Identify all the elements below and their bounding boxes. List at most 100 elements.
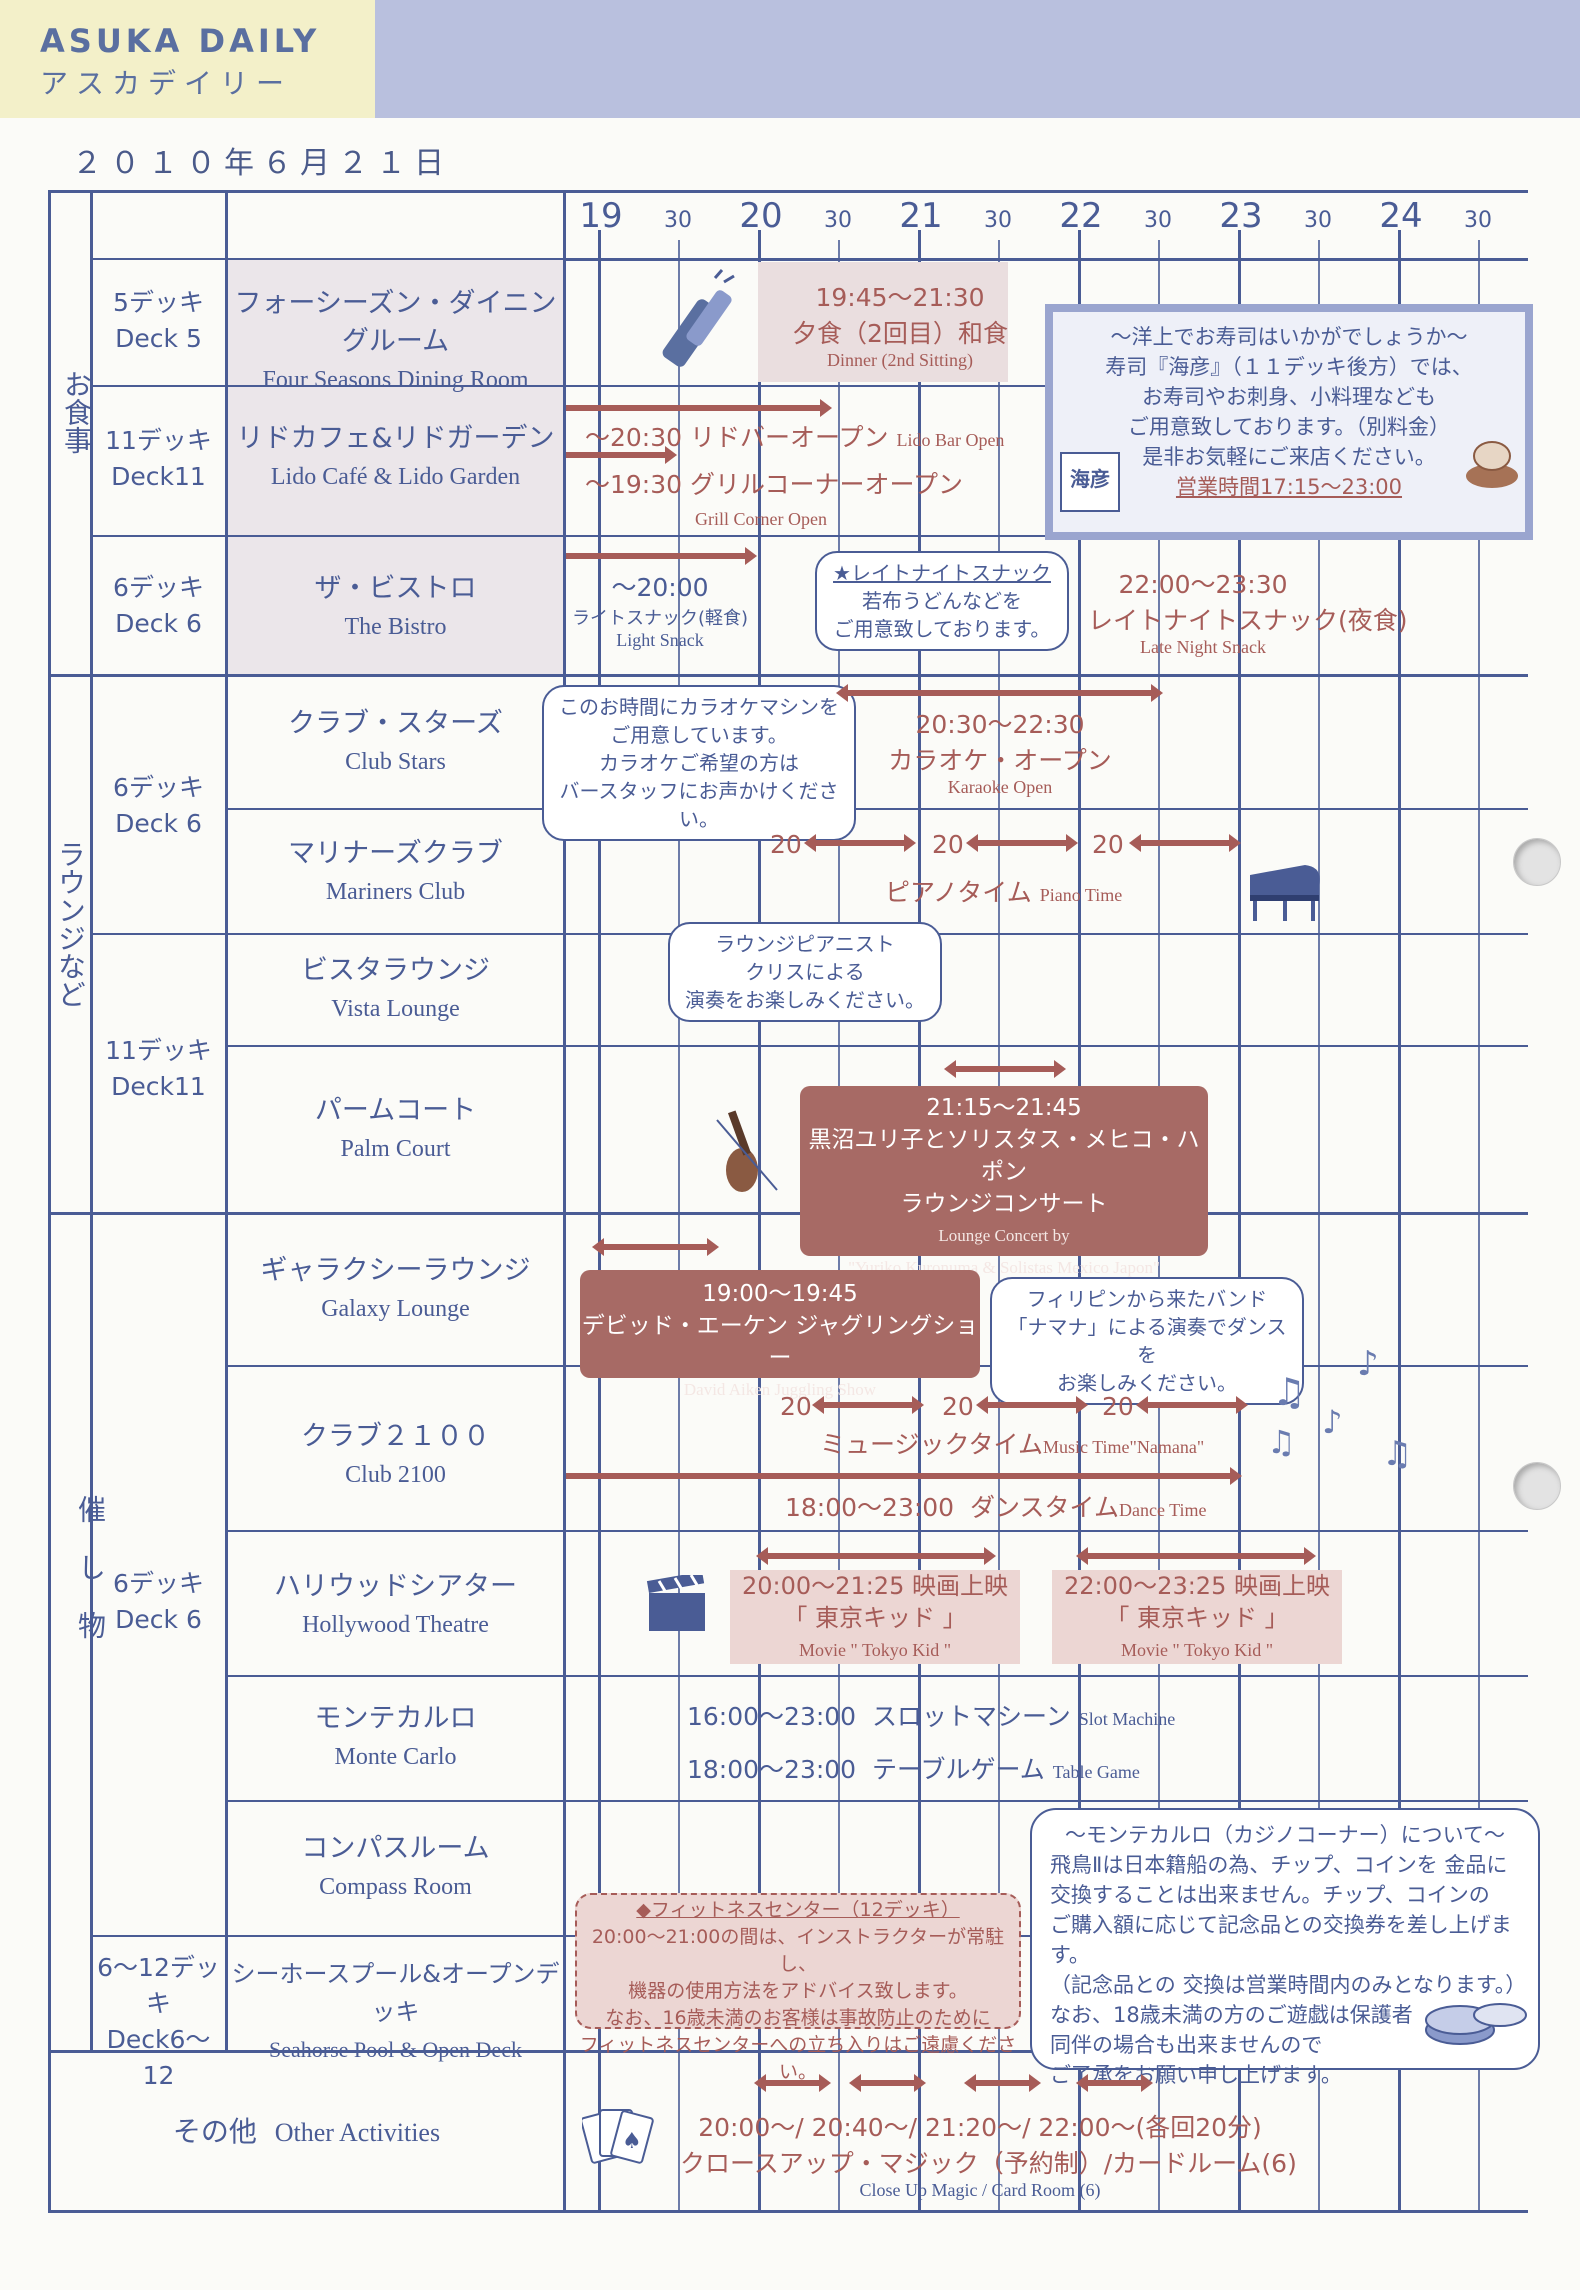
casino-note: 〜モンテカルロ（カジノコーナー）について〜 飛鳥Ⅱは日本籍船の為、チップ、コイン…: [1030, 1808, 1540, 2087]
half-2030: 30: [824, 208, 852, 233]
sushi-plate-icon: [1466, 441, 1518, 488]
piano-arrow-2: [966, 834, 1078, 852]
category-dining: お食事: [60, 370, 93, 454]
karaoke-arrow: [836, 684, 1163, 702]
svg-text:♠: ♠: [622, 2129, 642, 2154]
half-2230: 30: [1144, 208, 1172, 233]
event-grill-en: Grill Corner Open: [695, 509, 827, 529]
dinner-shade: [758, 262, 1008, 382]
juggling-arrow: [592, 1238, 719, 1256]
svg-text:♫: ♫: [1267, 1423, 1296, 1461]
lido-bar-arrow: [566, 399, 832, 417]
piano-arrow-3: [1129, 834, 1241, 852]
category-lounge: ラウンジなど: [54, 840, 87, 1008]
movie2-arrow: [1076, 1547, 1316, 1565]
event-concert: 21:15〜21:45 黒沼ユリ子とソリスタス・メヒコ・ハポン ラウンジコンサー…: [800, 1086, 1208, 1277]
piano-interval-1: 20: [770, 830, 802, 859]
half-1930: 30: [664, 208, 692, 233]
clapperboard-icon: [646, 1575, 705, 1631]
casino-chips-icon: [1425, 2003, 1527, 2045]
sushi-roll-icon: [662, 269, 735, 367]
music-interval-2: 20: [942, 1392, 974, 1421]
event-dance: 18:00〜23:00 ダンスタイムDance Time: [785, 1493, 1207, 1522]
hour-20: 20: [739, 196, 783, 236]
piano-interval-3: 20: [1092, 830, 1124, 859]
hour-21: 21: [899, 196, 943, 236]
light-snack-arrow: [566, 547, 757, 565]
late-snack-note: ★レイトナイトスナック 若布うどんなどを ご用意致しております。: [815, 551, 1069, 651]
event-karaoke: 20:30〜22:30 カラオケ・オープン Karaoke Open: [888, 710, 1112, 797]
music-notes-icon: ♪ ♫ ♪ ♫ ♫: [1267, 1345, 1412, 1474]
pianist-note: ラウンジピアニスト クリスによる 演奏をお楽しみください。: [668, 922, 942, 1022]
hour-19: 19: [579, 196, 623, 236]
event-magic: 20:00〜/ 20:40〜/ 21:20〜/ 22:00〜(各回20分) クロ…: [680, 2113, 1297, 2200]
svg-text:♫: ♫: [1272, 1370, 1306, 1414]
event-movie-1: 20:00〜21:25 映画上映 「 東京キッド 」 Movie " Tokyo…: [730, 1570, 1020, 1664]
half-2130: 30: [984, 208, 1012, 233]
movie1-arrow: [756, 1547, 996, 1565]
svg-text:♪: ♪: [1322, 1403, 1342, 1441]
half-2430: 30: [1464, 208, 1492, 233]
category-events: 催し物: [74, 1495, 107, 1669]
karaoke-note: このお時間にカラオケマシンを ご用意しています。 カラオケご希望の方は バースタ…: [542, 685, 856, 841]
hour-23: 23: [1219, 196, 1263, 236]
svg-text:♫: ♫: [1382, 1434, 1412, 1474]
music-arrow-3: [1136, 1396, 1248, 1414]
brand-title: ASUKA DAILY: [40, 22, 321, 60]
magic-arrow-1: [754, 2074, 831, 2092]
event-table: 18:00〜23:00 テーブルゲーム Table Game: [687, 1755, 1140, 1784]
piano-interval-2: 20: [932, 830, 964, 859]
event-light-snack: 〜20:00 ライトスナック(軽食) Light Snack: [571, 573, 749, 650]
page-date: ２０１０年６月２１日: [72, 146, 452, 181]
umihiko-logo: 海彦: [1060, 452, 1120, 512]
music-arrow-1: [812, 1396, 924, 1414]
brand-kana: アスカデイリー: [40, 67, 293, 100]
music-interval-1: 20: [780, 1392, 812, 1421]
event-late-snack: 22:00〜23:30 レイトナイトスナック(夜食) Late Night Sn…: [1088, 570, 1408, 657]
hour-22: 22: [1059, 196, 1103, 236]
piano-icon: [1250, 865, 1320, 921]
violin-icon: [716, 1110, 778, 1192]
playing-cards-icon: ♠: [582, 2109, 654, 2164]
piano-arrow-1: [804, 834, 916, 852]
event-grill: 〜19:30 グリルコーナーオープン: [585, 470, 963, 499]
event-juggling: 19:00〜19:45 デビッド・エーケン ジャグリングショー David Ai…: [580, 1270, 980, 1399]
music-interval-3: 20: [1102, 1392, 1134, 1421]
concert-arrow: [944, 1060, 1066, 1078]
music-arrow-2: [976, 1396, 1088, 1414]
fitness-note: ◆フィットネスセンター（12デッキ） 20:00〜21:00の間は、インストラク…: [575, 1893, 1021, 2083]
header-band-right: [375, 0, 1580, 118]
binder-hole-bottom: [1513, 1462, 1561, 1510]
binder-hole-top: [1513, 838, 1561, 886]
hour-24: 24: [1379, 196, 1423, 236]
event-slot: 16:00〜23:00 スロットマシーン Slot Machine: [687, 1702, 1176, 1731]
event-lido-bar: 〜20:30 リドバーオープン Lido Bar Open: [585, 423, 1005, 452]
dance-arrow: [566, 1467, 1242, 1485]
header-band-left: [0, 0, 375, 118]
event-piano: ピアノタイム Piano Time: [885, 878, 1123, 907]
venue-other: その他 Other Activities: [172, 2115, 441, 2148]
sushi-promo: 〜洋上でお寿司はいかがでしょうか〜 寿司『海彦』（１１デッキ後方）では、 お寿司…: [1045, 304, 1533, 540]
half-2330: 30: [1304, 208, 1332, 233]
dining-venue-shade: [228, 258, 563, 674]
event-dinner: 19:45〜21:30 夕食（2回目）和食 Dinner (2nd Sittin…: [792, 283, 1008, 370]
svg-text:♪: ♪: [1357, 1345, 1379, 1384]
magic-arrow-4: [1076, 2074, 1153, 2092]
